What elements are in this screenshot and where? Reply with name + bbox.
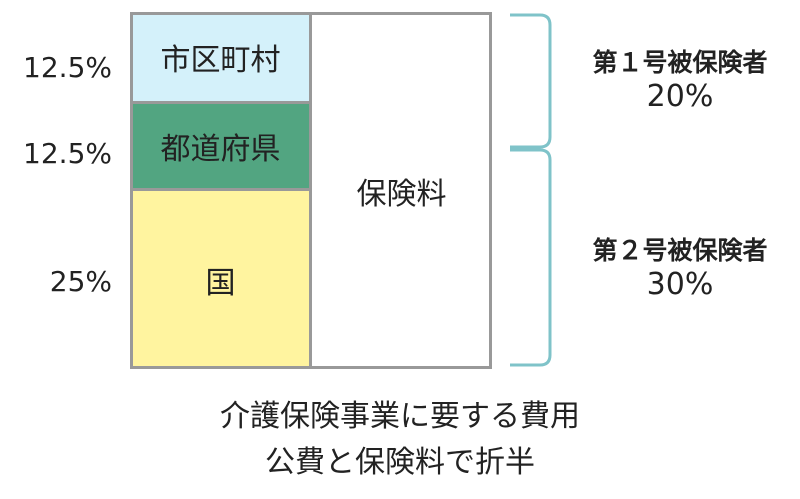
first-insured-name: 第１号被保険者 [592, 48, 768, 77]
brace-group [510, 13, 552, 367]
insurance-premium-label: 保険料 [356, 176, 447, 212]
prefecture-block: 都道府県 [130, 102, 311, 190]
insurance-premium-block: 保険料 [311, 12, 492, 369]
first-insured-value: 20% [646, 79, 714, 114]
first-insured-label-group: 第１号被保険者 20% [560, 48, 800, 116]
municipal-block-label: 市区町村 [160, 43, 281, 78]
national-block: 国 [130, 190, 311, 369]
prefecture-percent-label: 12.5% [23, 137, 112, 170]
municipal-percent-label: 12.5% [23, 51, 112, 84]
prefecture-block-label: 都道府県 [160, 132, 281, 167]
national-percent-label: 25% [49, 265, 112, 298]
national-block-label: 国 [205, 265, 236, 301]
second-insured-name: 第２号被保険者 [592, 236, 768, 265]
caption-line-1: 介護保険事業に要する費用 [220, 399, 580, 434]
second-insured-value: 30% [646, 267, 714, 302]
divider-prefecture-national [130, 188, 311, 191]
divider-municipal-prefecture [130, 101, 311, 104]
second-insured-label-group: 第２号被保険者 30% [560, 236, 800, 304]
second-insured-brace [510, 148, 552, 367]
caption-line-2: 公費と保険料で折半 [265, 445, 535, 480]
first-insured-brace [510, 13, 552, 149]
municipal-block: 市区町村 [130, 12, 311, 102]
